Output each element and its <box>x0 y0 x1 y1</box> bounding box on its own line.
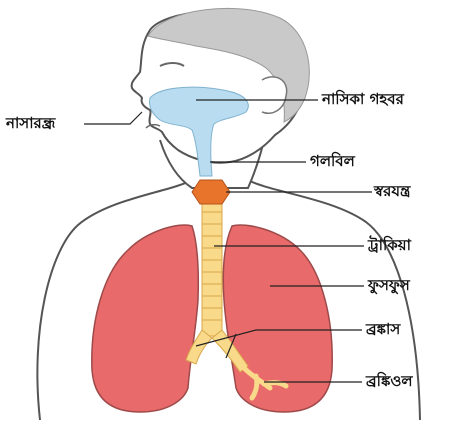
label-bronchiole: ব্রঙ্কিওল <box>366 372 413 390</box>
label-larynx: স্বরযন্ত্র <box>374 182 410 200</box>
label-nostril: নাসারন্ধ্র <box>6 114 55 132</box>
trachea <box>202 198 222 336</box>
leader-nostril <box>84 112 142 124</box>
label-bronchus: ব্রঙ্কাস <box>366 320 400 338</box>
label-nasal-cavity: নাসিকা গহবর <box>322 90 404 108</box>
larynx <box>192 180 230 204</box>
label-pharynx: গলবিল <box>310 152 355 170</box>
label-lungs: ফুসফুস <box>368 276 410 294</box>
label-trachea: ট্রাকিয়া <box>368 236 411 254</box>
